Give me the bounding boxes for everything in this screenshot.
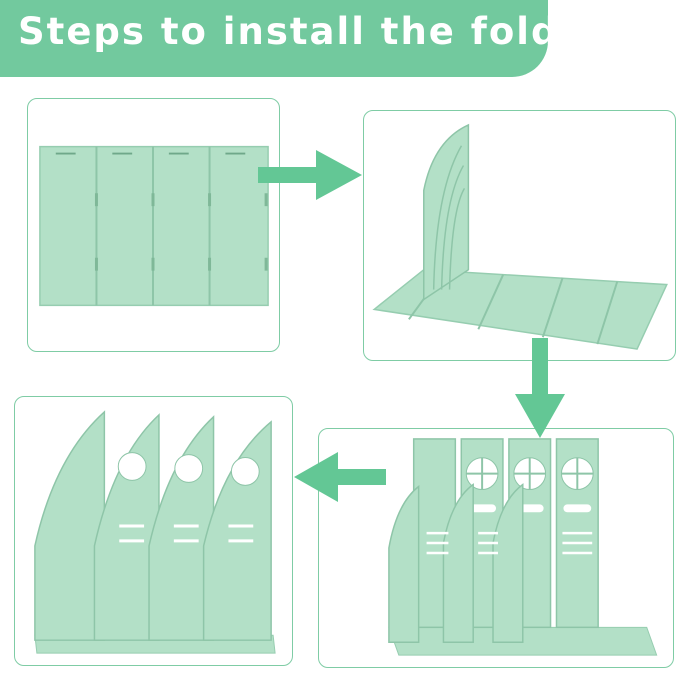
page-title: Steps to install the folder <box>18 10 607 53</box>
side-panel-image <box>372 123 668 350</box>
assembled-folder-panel <box>14 396 293 666</box>
title-banner: Steps to install the folder <box>0 0 605 77</box>
flat-panels-image <box>39 145 269 307</box>
step-2-panel <box>363 110 676 361</box>
assembled-folder-image <box>34 410 276 654</box>
step-1-panel <box>27 98 280 352</box>
dividers-image <box>388 438 658 656</box>
arrow-right-icon <box>258 150 362 200</box>
arrow-left-icon <box>294 452 386 502</box>
arrow-down-icon <box>515 338 565 438</box>
step-3-panel <box>318 428 674 668</box>
